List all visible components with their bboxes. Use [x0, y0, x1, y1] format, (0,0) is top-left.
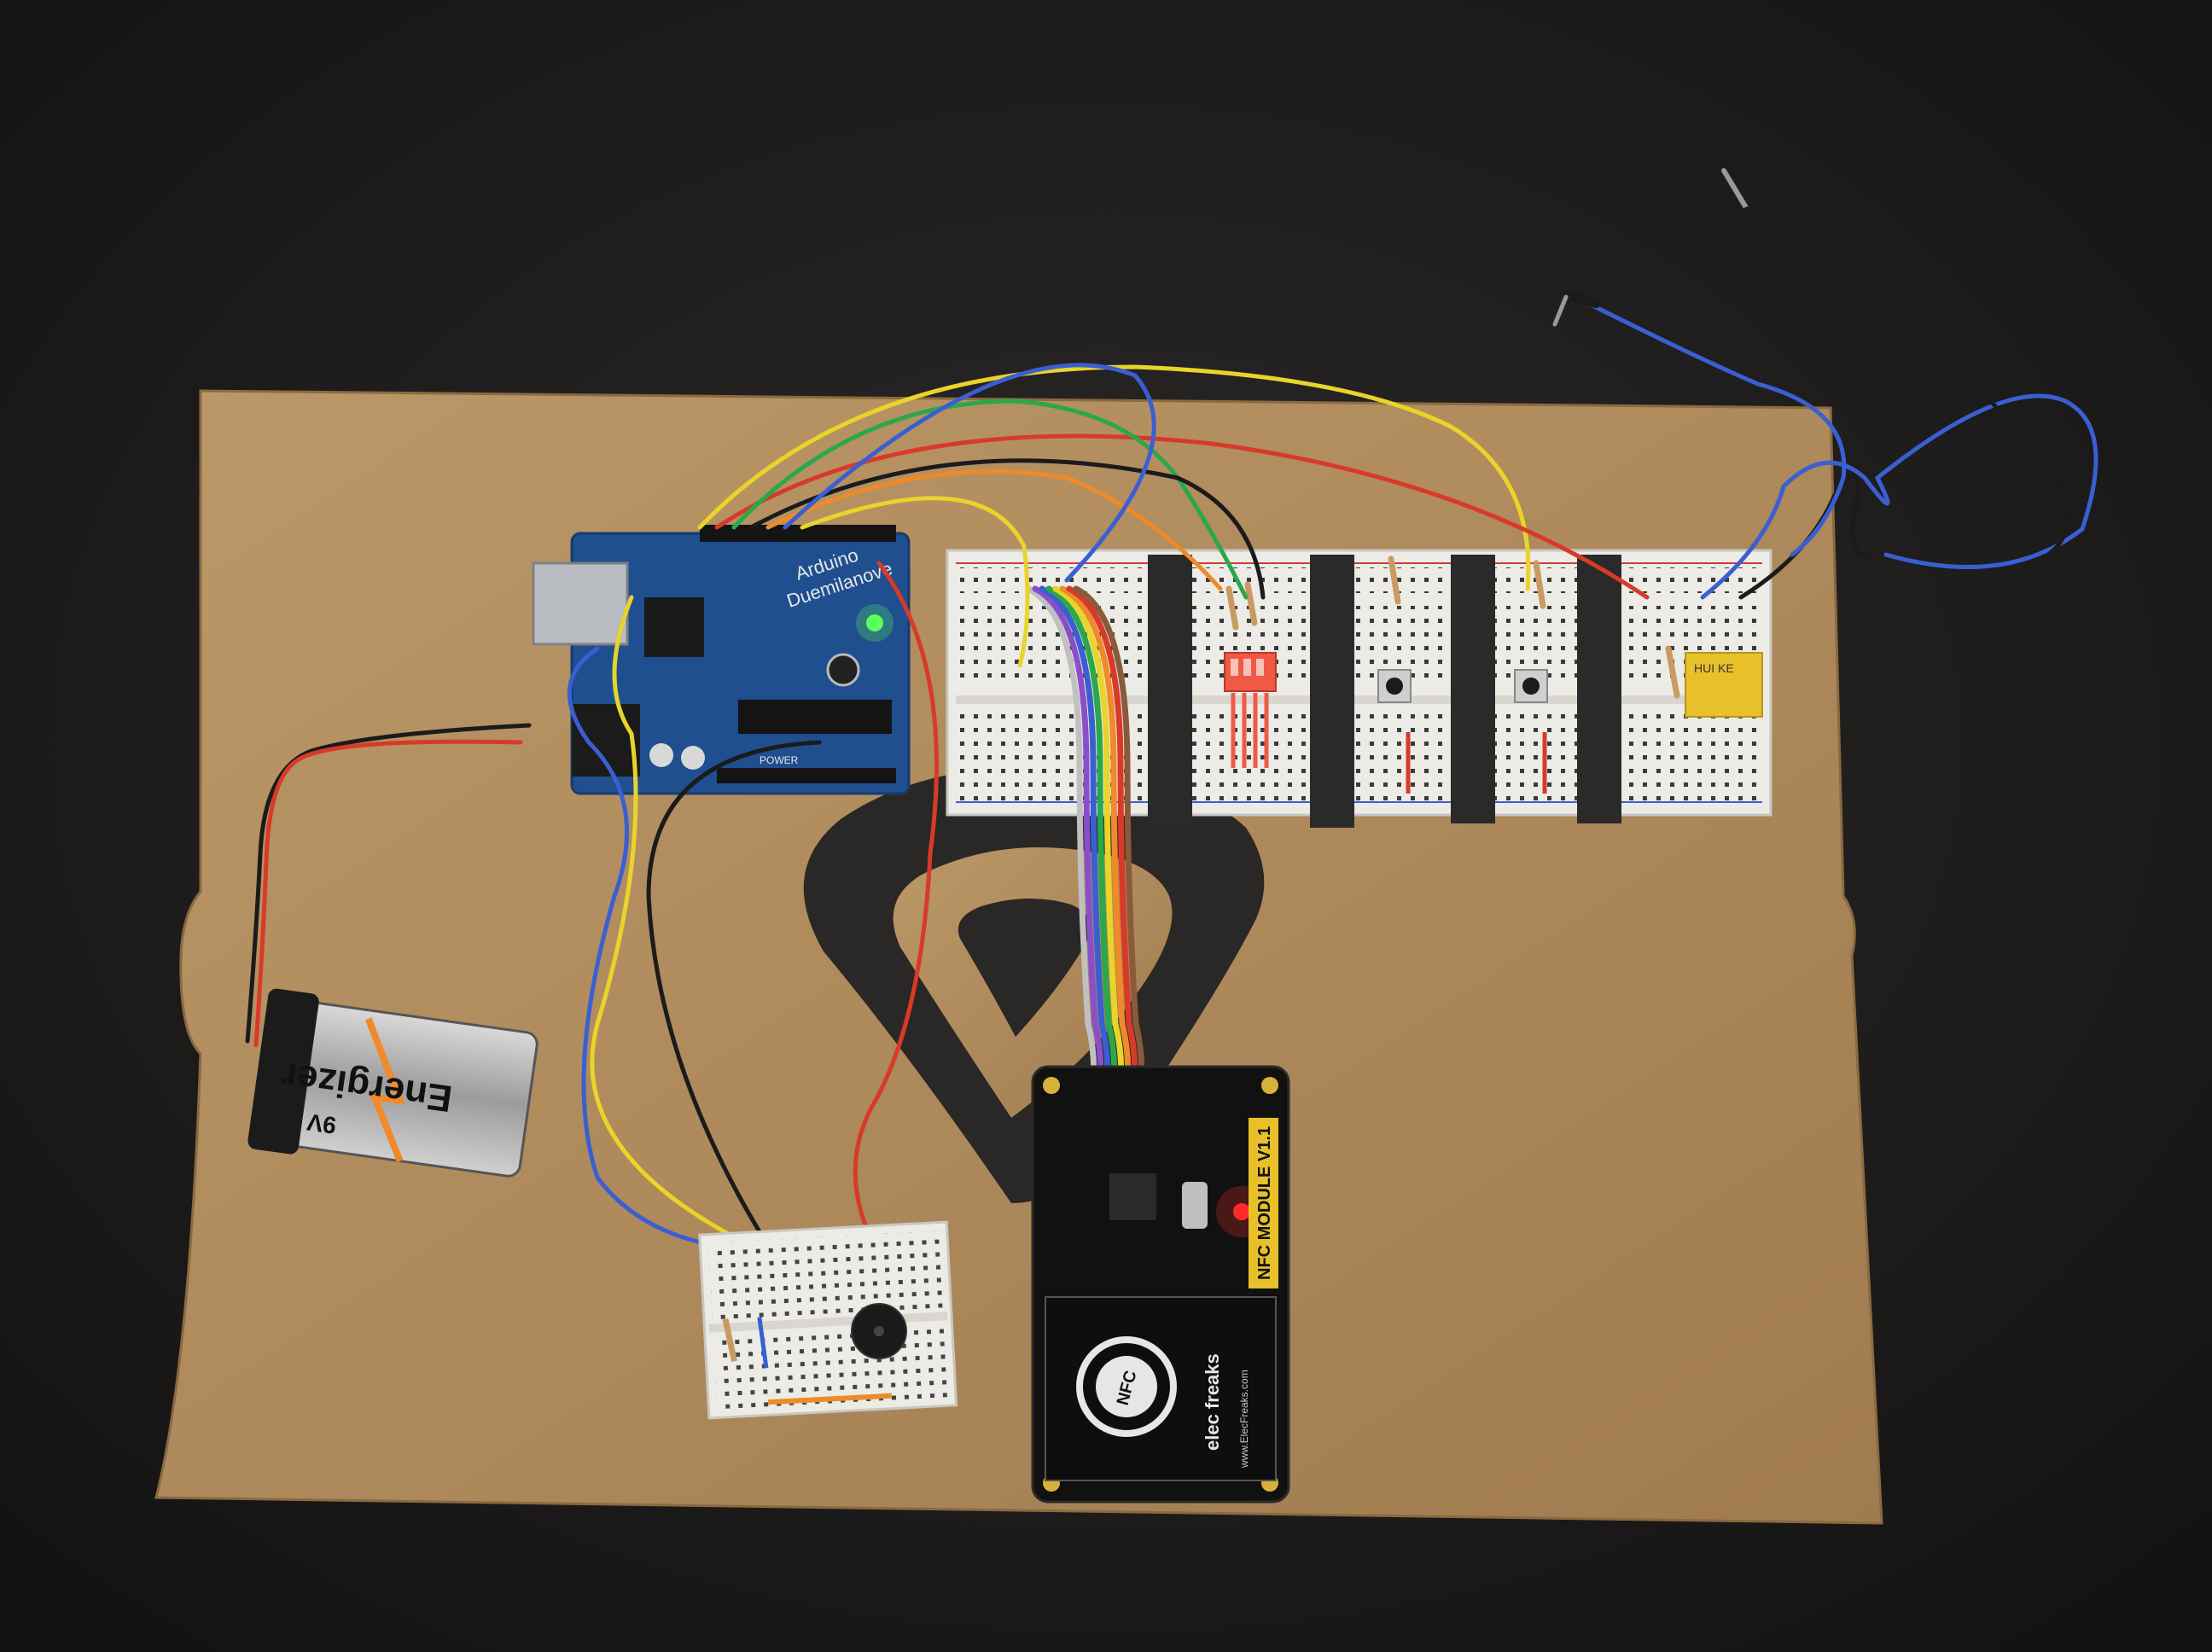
relay-brand-label: HUI KE	[1694, 661, 1734, 675]
battery-9v: Energizer 9V	[247, 988, 538, 1178]
battery-voltage-label: 9V	[305, 1108, 338, 1139]
relay: HUI KE	[1685, 652, 1763, 718]
nfc-module-board: NFC MODULE V1.1 NFC elec freaks www.Elec…	[1031, 1065, 1290, 1504]
dip-switch	[1224, 652, 1277, 768]
red-jumpers	[1406, 732, 1547, 794]
ribbon-cable	[1025, 585, 1145, 1096]
resistors	[1225, 556, 1680, 699]
nfc-module-title: NFC MODULE V1.1	[1255, 1126, 1274, 1280]
jumper-wires	[245, 185, 2098, 1257]
nfc-maker-label: elec freaks	[1202, 1353, 1223, 1451]
black-tape-strips	[1148, 555, 1621, 828]
push-button-1	[1377, 669, 1412, 703]
nfc-url-label: www.ElecFreaks.com	[1238, 1370, 1250, 1469]
push-button-2	[1514, 669, 1548, 703]
arduino-power-label: POWER	[760, 754, 799, 766]
arduino-board: Arduino Duemilanove POWER	[532, 525, 911, 795]
pin-ends	[1552, 168, 1773, 327]
mini-breadboard	[698, 1220, 958, 1420]
